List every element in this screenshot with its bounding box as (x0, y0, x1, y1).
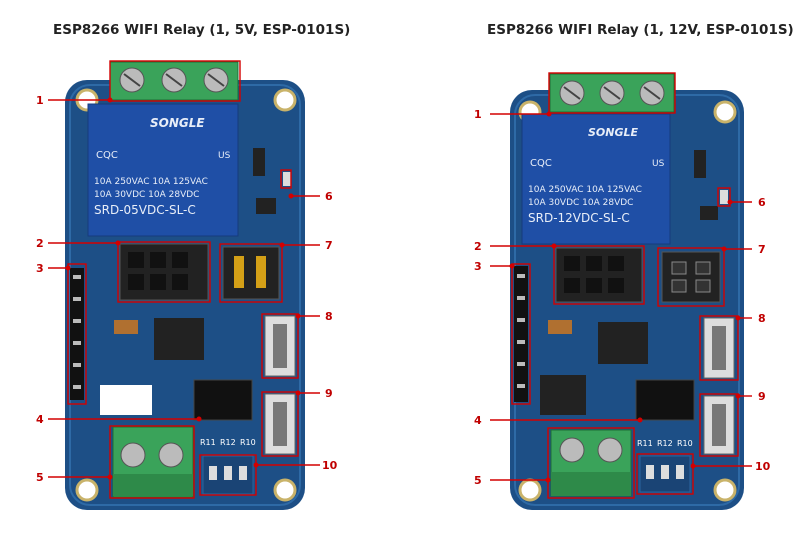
callout-4: 4 (36, 413, 44, 426)
mount-hole (273, 478, 297, 502)
callout-10: 10 (322, 459, 338, 472)
callout-6: 6 (325, 190, 333, 203)
relay (87, 103, 239, 237)
callout-5: 5 (474, 474, 482, 487)
button-9 (703, 395, 735, 455)
pin-header (514, 266, 528, 402)
relay-us: US (652, 159, 665, 169)
esp-header-connector (555, 247, 643, 303)
silk-r11: R11 (200, 438, 216, 447)
relay-rating-1: 10A 250VAC 10A 125VAC (528, 185, 642, 195)
left-board: SONGLE CQC US 10A 250VAC 10A 125VAC 10A … (48, 60, 320, 510)
terminal-block-top (109, 61, 239, 101)
callout-4: 4 (474, 414, 482, 427)
relay-model: SRD-05VDC-SL-C (94, 203, 196, 217)
callout-8: 8 (758, 312, 766, 325)
jumper-block (222, 246, 280, 300)
esp-header-connector (119, 243, 209, 301)
left-panel: ESP8266 WIFI Relay (1, 5V, ESP-0101S) SO… (36, 22, 351, 510)
relay-rating-2: 10A 30VDC 10A 28VDC (94, 190, 199, 200)
mount-hole (75, 478, 99, 502)
led-group (202, 455, 254, 495)
mount-hole (273, 88, 297, 112)
callout-2: 2 (474, 240, 482, 253)
relay-brand: SONGLE (150, 116, 205, 130)
mount-hole (713, 100, 737, 124)
callout-5: 5 (36, 471, 44, 484)
ic-chip (635, 379, 695, 421)
callout-6: 6 (758, 196, 766, 209)
relay-brand: SONGLE (588, 126, 639, 139)
button-9 (264, 393, 296, 455)
silk-r10: R10 (677, 439, 693, 448)
relay-model: SRD-12VDC-SL-C (528, 211, 630, 225)
right-title: ESP8266 WIFI Relay (1, 12V, ESP-0101S) (487, 22, 794, 38)
relay (521, 113, 671, 245)
relay-us: US (218, 151, 231, 161)
callout-1: 1 (474, 108, 482, 121)
mount-hole (713, 478, 737, 502)
callout-3: 3 (474, 260, 482, 273)
pin-header (70, 268, 84, 400)
silk-r12: R12 (657, 439, 673, 448)
relay-rating-2: 10A 30VDC 10A 28VDC (528, 198, 633, 208)
terminal-block-bottom (550, 429, 632, 497)
silk-r10: R10 (240, 438, 256, 447)
button-8 (703, 317, 735, 379)
terminal-block-bottom (112, 426, 194, 498)
callout-3: 3 (36, 262, 44, 275)
silk-r11: R11 (637, 439, 653, 448)
jumper-block (661, 251, 721, 303)
callout-7: 7 (325, 239, 333, 252)
mount-hole (518, 478, 542, 502)
callout-8: 8 (325, 310, 333, 323)
left-title: ESP8266 WIFI Relay (1, 5V, ESP-0101S) (53, 22, 351, 38)
relay-rating-1: 10A 250VAC 10A 125VAC (94, 177, 208, 187)
callout-1: 1 (36, 94, 44, 107)
callout-7: 7 (758, 243, 766, 256)
relay-cert: CQC (96, 150, 118, 161)
callout-10: 10 (755, 460, 771, 473)
terminal-block-top (549, 73, 675, 113)
led-group (639, 455, 691, 493)
callout-9: 9 (758, 390, 766, 403)
callout-2: 2 (36, 237, 44, 250)
relay-cert: CQC (530, 158, 552, 169)
ic-chip (193, 379, 253, 421)
silk-r12: R12 (220, 438, 236, 447)
button-8 (264, 315, 296, 377)
right-panel: ESP8266 WIFI Relay (1, 12V, ESP-0101S) S… (400, 0, 800, 535)
callout-9: 9 (325, 387, 333, 400)
right-board: SONGLE CQC US 10A 250VAC 10A 125VAC 10A … (490, 72, 752, 510)
